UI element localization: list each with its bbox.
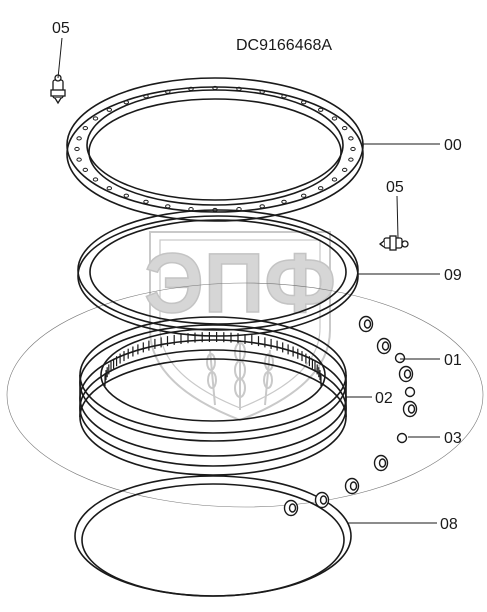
- bolt-hole: [106, 107, 113, 112]
- bolt-hole: [123, 100, 130, 105]
- bolt-hole: [236, 86, 242, 92]
- spacer-part-03: [283, 499, 299, 517]
- bolt-hole: [92, 177, 99, 182]
- seal-ring-part-09: [77, 209, 359, 337]
- bolt-hole: [331, 177, 338, 182]
- label-03: 03: [444, 430, 462, 447]
- label-00: 00: [444, 137, 462, 154]
- bolt-hole: [106, 186, 113, 191]
- bolt-hole: [76, 136, 82, 141]
- bolt-hole: [143, 94, 149, 99]
- bolt-hole: [342, 126, 348, 131]
- ball-part-01: [404, 386, 416, 398]
- spacer-part-03: [376, 337, 392, 355]
- spacer-part-03: [373, 454, 389, 472]
- bolt-hole: [281, 199, 287, 204]
- grease-nipple-05-top: [50, 74, 66, 105]
- bolt-hole: [259, 89, 265, 94]
- drawing-code: DC9166468A: [236, 37, 332, 54]
- bolt-hole: [82, 126, 89, 131]
- part-labels: 05 00 05 09 01 02 03 08 DC9166468A: [52, 20, 462, 533]
- bolt-hole: [123, 193, 130, 198]
- bolt-hole: [165, 204, 171, 209]
- outer-ring-part-00: [66, 77, 364, 222]
- bolt-hole: [342, 167, 348, 172]
- leader-lines: [57, 37, 440, 524]
- label-05-right: 05: [386, 179, 404, 196]
- bolt-hole: [188, 86, 194, 92]
- bolt-hole: [331, 116, 338, 121]
- label-02: 02: [375, 390, 393, 407]
- grease-nipple-05-right: [378, 235, 409, 251]
- spacer-part-03: [398, 365, 414, 383]
- label-08: 08: [440, 516, 458, 533]
- bolt-hole: [82, 167, 89, 172]
- bolt-hole: [318, 107, 324, 112]
- label-05-top: 05: [52, 20, 70, 37]
- spacer-part-03: [314, 491, 330, 509]
- label-01: 01: [444, 352, 462, 369]
- bottom-seal-part-08: [74, 475, 352, 597]
- inner-gear-ring-part-02: [79, 316, 347, 476]
- ball-path-circle: [6, 282, 484, 508]
- spacer-part-03: [358, 315, 374, 333]
- bolt-hole: [76, 157, 82, 162]
- bolt-hole: [318, 186, 324, 191]
- spacer-part-03: [344, 477, 360, 495]
- ball-part-01: [396, 432, 408, 444]
- bolt-hole: [281, 94, 287, 99]
- bolt-hole: [212, 85, 218, 91]
- bolt-hole: [301, 100, 307, 105]
- bolt-holes: [74, 85, 356, 213]
- bolt-hole: [350, 146, 356, 152]
- bolt-hole: [301, 193, 307, 198]
- bolt-hole: [92, 116, 99, 121]
- bolt-hole: [348, 136, 354, 141]
- label-09: 09: [444, 267, 462, 284]
- spacer-part-03: [402, 400, 418, 418]
- bolt-hole: [143, 199, 149, 204]
- gear-teeth: [104, 332, 322, 386]
- bolt-hole: [165, 89, 171, 94]
- bolt-hole: [259, 204, 265, 209]
- bolt-hole: [348, 157, 354, 162]
- ball-part-01: [394, 352, 406, 364]
- balls-and-spacers: [283, 315, 418, 517]
- bolt-hole: [74, 146, 80, 152]
